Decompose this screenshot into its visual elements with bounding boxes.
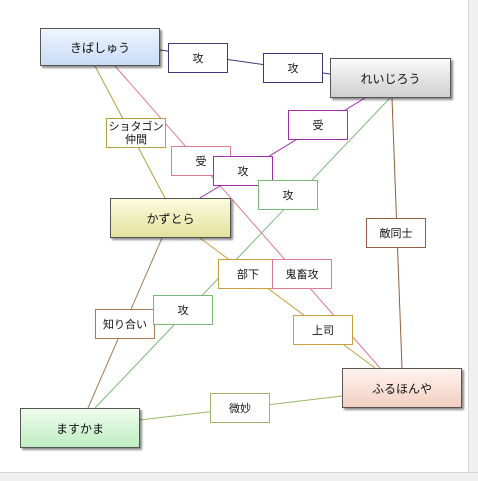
node-furuhonya[interactable]: ふるほんや <box>342 368 462 408</box>
label-atk-green: 攻 <box>258 180 318 210</box>
label-shiriai: 知り合い <box>95 309 155 339</box>
label-kibashuu-atk: 攻 <box>168 43 228 73</box>
label-atk-green-lower: 攻 <box>153 295 213 325</box>
label-joushi: 上司 <box>293 315 353 345</box>
node-kibashuu[interactable]: きばしゅう <box>40 28 160 66</box>
edge-reijirou-masukama <box>94 97 391 409</box>
canvas-frame-bottom <box>0 472 478 481</box>
canvas-frame-right <box>468 0 478 480</box>
node-masukama[interactable]: ますかま <box>20 408 140 448</box>
label-tekidoushi: 敵同士 <box>366 218 426 248</box>
label-kichiku: 鬼畜攻 <box>272 259 332 289</box>
label-reijirou-atk: 攻 <box>263 53 323 83</box>
label-bimyou: 微妙 <box>210 393 270 423</box>
label-buka: 部下 <box>218 259 278 289</box>
node-reijirou[interactable]: れいじろう <box>330 58 451 98</box>
node-kazutora[interactable]: かずとら <box>110 198 231 238</box>
edge-kazutora-furuhonya <box>199 237 376 369</box>
label-shotagon: ショタゴン 仲間 <box>106 118 166 148</box>
label-ai-purple: 受 <box>288 110 348 140</box>
